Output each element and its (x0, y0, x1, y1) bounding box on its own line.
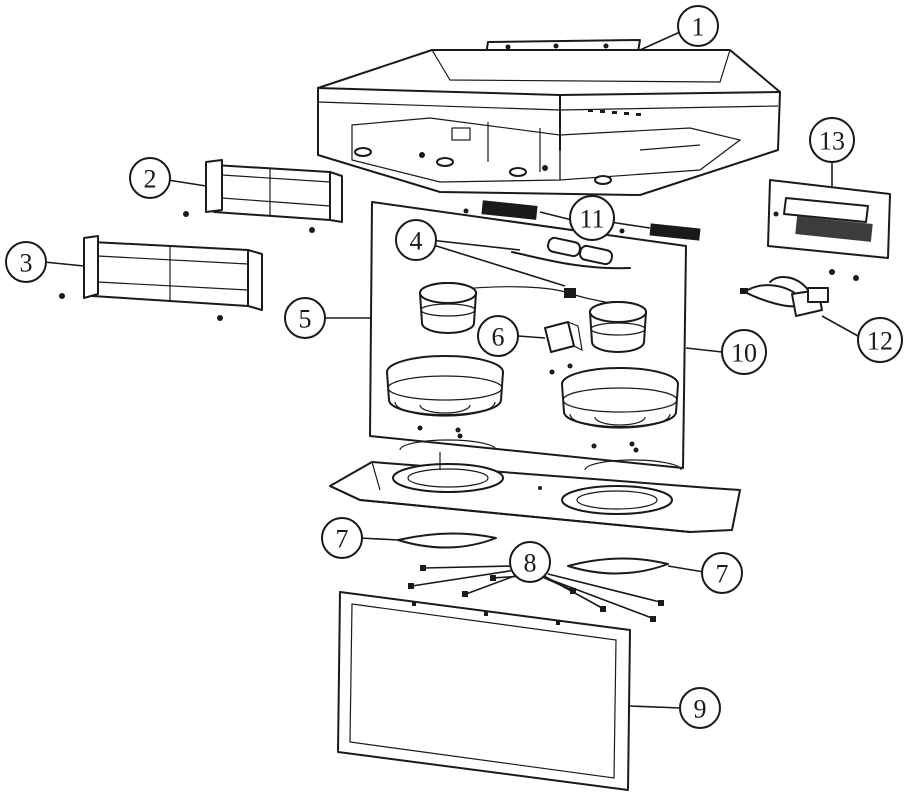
screws (408, 565, 664, 622)
callout-5-label: 5 (299, 305, 312, 334)
control-board (767, 179, 891, 259)
callout-7-right: 7 (701, 552, 743, 594)
grease-filter (337, 591, 631, 791)
callout-11-label: 11 (579, 205, 604, 234)
callout-7-left-label: 7 (336, 525, 349, 554)
callout-12-label: 12 (867, 327, 893, 356)
leader-lines (43, 31, 859, 709)
duct-connector-small (183, 159, 343, 233)
callout-2: 2 (129, 157, 171, 199)
callout-6-label: 6 (492, 323, 505, 352)
callout-9: 9 (679, 687, 721, 729)
callout-1-label: 1 (692, 13, 705, 42)
capacitors-wiring (449, 236, 631, 307)
light-lens-left (397, 532, 497, 549)
base-plate (329, 439, 741, 533)
blower-wheel-right (561, 367, 679, 453)
callout-9-label: 9 (694, 695, 707, 724)
callout-13-label: 13 (819, 127, 845, 156)
callout-5: 5 (284, 297, 326, 339)
blower-assembly (369, 200, 701, 469)
callout-10-label: 10 (731, 339, 757, 368)
blower-wheel-left (386, 355, 504, 439)
callout-2-label: 2 (144, 165, 157, 194)
wiring-harness (740, 269, 859, 317)
callout-11: 11 (569, 195, 615, 241)
junction-box (544, 321, 583, 375)
callout-3-label: 3 (20, 249, 33, 278)
callout-4-label: 4 (410, 227, 423, 256)
callout-4: 4 (395, 219, 437, 261)
light-lens-right (567, 557, 669, 575)
hood-body (317, 39, 781, 196)
callout-3: 3 (5, 241, 47, 283)
blower-motor-left (419, 282, 477, 334)
callout-8-label: 8 (524, 549, 537, 578)
callout-8: 8 (509, 541, 551, 583)
capacitor-bracket (463, 200, 701, 241)
callout-7-left: 7 (321, 517, 363, 559)
callout-12: 12 (857, 317, 903, 363)
callout-6: 6 (477, 315, 519, 357)
callout-10: 10 (721, 329, 767, 375)
duct-connector-large (59, 235, 263, 321)
callout-1: 1 (677, 5, 719, 47)
callout-13: 13 (809, 117, 855, 163)
blower-motor-right (589, 301, 647, 353)
callout-7-right-label: 7 (716, 560, 729, 589)
